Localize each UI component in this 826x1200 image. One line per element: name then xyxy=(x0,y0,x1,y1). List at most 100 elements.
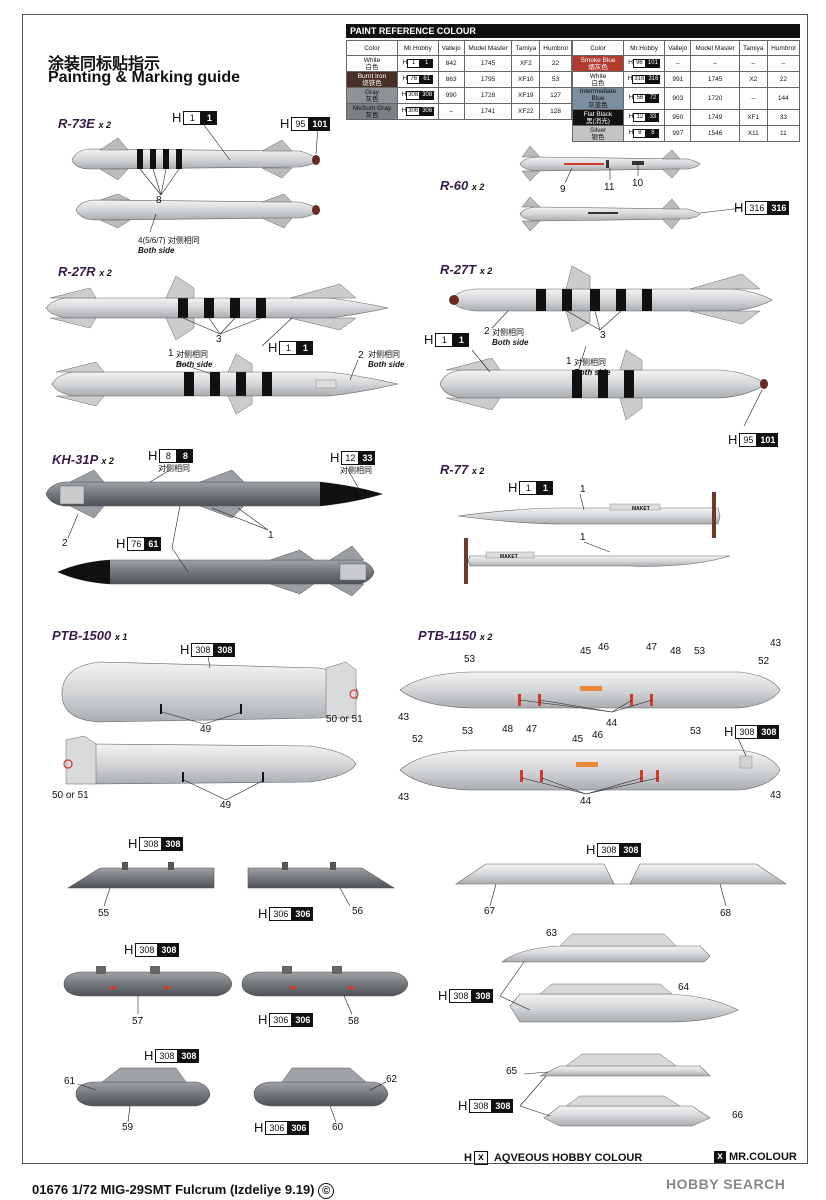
r27t-side-drawing xyxy=(439,349,768,421)
pylon-61-drawing xyxy=(75,1067,211,1107)
label-r27r: R-27R x 2 xyxy=(58,264,112,279)
callout-pylon-57: 57 xyxy=(132,1016,144,1027)
callout-ptb1150-53a: 53 xyxy=(464,654,476,665)
callout-ptb1150-52a: 52 xyxy=(758,656,770,667)
r27r-side-drawing xyxy=(51,353,399,415)
ptb1150-leader-lines xyxy=(519,699,747,795)
label-kh31p: KH-31P x 2 xyxy=(52,452,114,467)
callout-r27r-1: 1 xyxy=(168,348,174,359)
callout-ptb1150-44a: 44 xyxy=(606,718,618,729)
page-frame xyxy=(22,14,808,1164)
callout-kh-1: 1 xyxy=(268,530,274,541)
kh31p-side-drawing xyxy=(57,545,375,597)
callout-ptb1150-48a: 48 xyxy=(670,646,682,657)
callout-ptb1150-43c: 43 xyxy=(398,792,410,803)
footer-kit-title: 01676 1/72 MIG-29SMT Fulcrum (Izdeliye 9… xyxy=(32,1182,335,1199)
callout-r77-1a: 1 xyxy=(580,484,586,495)
callout-ptb1150-45b: 45 xyxy=(572,734,584,745)
callout-r27t-2: 2 xyxy=(484,326,490,337)
callout-pylon-63: 63 xyxy=(546,928,558,939)
callout-pylon-62: 62 xyxy=(386,1074,398,1085)
callout-pylon-61: 61 xyxy=(64,1076,76,1087)
paint-humbrol-code: 144 xyxy=(766,87,801,110)
paint-humbrol-code: 128 xyxy=(539,103,572,120)
callout-r60-11: 11 xyxy=(604,182,615,193)
note-kh-silver: 对侧相同 xyxy=(158,464,190,473)
pylon-66-drawing xyxy=(543,1095,711,1127)
r27r-top-drawing xyxy=(45,275,389,341)
callout-pylon-60: 60 xyxy=(332,1122,344,1133)
label-r77: R-77 x 2 xyxy=(440,462,485,477)
r73e-top-drawing xyxy=(71,137,320,181)
ptb1150-side-drawing xyxy=(399,749,781,791)
callout-r77-1b: 1 xyxy=(580,532,586,543)
callout-pylon-68: 68 xyxy=(720,908,732,919)
callout-r27t-3: 3 xyxy=(600,330,606,341)
callout-ptb1150-53d: 53 xyxy=(690,726,702,737)
copyright-icon: © xyxy=(318,1183,335,1199)
kh31p-leader-lines xyxy=(67,469,363,573)
paint-reference-heading: PAINT REFERENCE COLOUR xyxy=(346,24,800,38)
pylon-57-drawing xyxy=(63,966,233,997)
paint-mm-code: 1741 xyxy=(463,103,513,120)
callout-ptb1150-53c: 53 xyxy=(462,726,474,737)
ptb1500-top-drawing xyxy=(61,661,359,723)
pylon-63-drawing xyxy=(501,933,711,963)
paint-mm-code: 1546 xyxy=(690,125,740,142)
pylon-67-68-drawing xyxy=(455,863,787,885)
callout-ptb1150-45a: 45 xyxy=(580,646,592,657)
stencil-r77-side: MAKET xyxy=(500,554,518,560)
callout-ptb1500-49b: 49 xyxy=(220,800,232,811)
pylon-leader-lines xyxy=(77,883,727,1123)
callout-ptb1150-43d: 43 xyxy=(770,790,782,801)
ptb1500-side-drawing xyxy=(63,735,357,785)
r77-side-drawing xyxy=(464,538,731,584)
pylon-64-drawing xyxy=(509,983,739,1023)
paint-humbrol-code: 11 xyxy=(766,125,801,142)
callout-ptb1150-46b: 46 xyxy=(592,730,604,741)
callout-pylon-58: 58 xyxy=(348,1016,360,1027)
callout-kh-2: 2 xyxy=(62,538,68,549)
stencil-r77-top: MAKET xyxy=(632,506,650,512)
callout-r27t-1: 1 xyxy=(566,356,572,367)
callout-ptb1150-52b: 52 xyxy=(412,734,424,745)
label-ptb1150: PTB-1150 x 2 xyxy=(418,628,493,643)
pylon-65-drawing xyxy=(539,1053,711,1077)
r27t-leader-lines xyxy=(471,310,763,427)
r77-leader-lines xyxy=(579,493,611,553)
callout-ptb1150-47b: 47 xyxy=(526,724,538,735)
guide-title: Painting & Marking guide xyxy=(48,69,241,86)
note-kh-black: 对侧相同 xyxy=(340,466,372,475)
callout-ptb1150-43a: 43 xyxy=(770,638,782,649)
callout-ptb1150-43b: 43 xyxy=(398,712,410,723)
